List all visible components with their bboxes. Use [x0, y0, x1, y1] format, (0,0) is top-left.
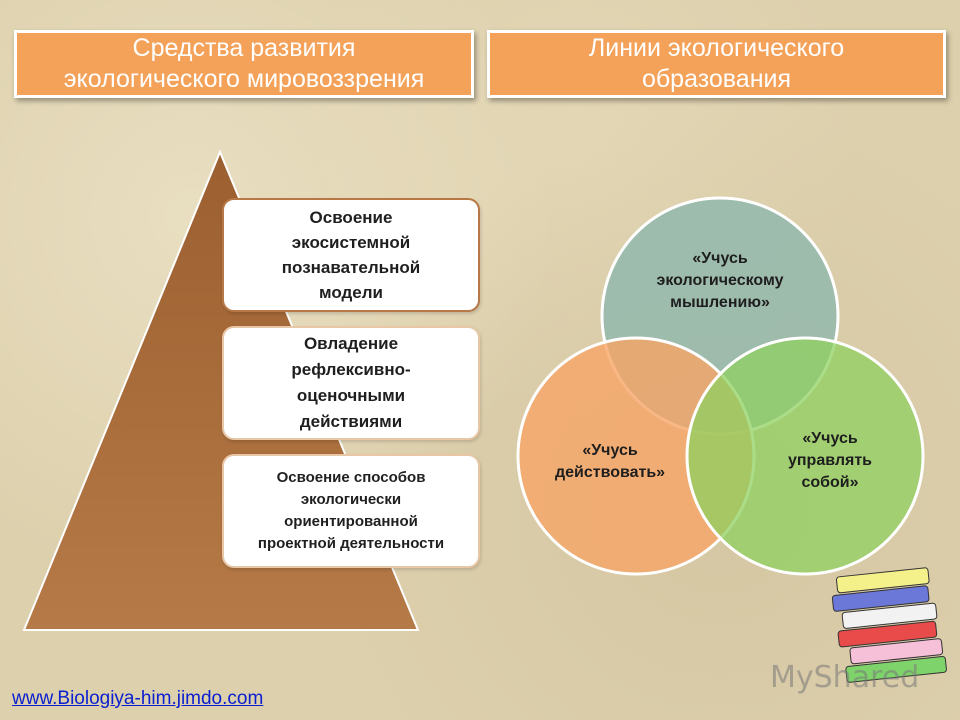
venn-label-acting: «Учусь действовать»	[554, 442, 666, 481]
website-link[interactable]: www.Biologiya-him.jimdo.com	[12, 688, 264, 709]
books-stack-icon	[831, 567, 947, 683]
myshared-logo-icon: MyShared	[770, 660, 920, 695]
venn-circle-self	[685, 336, 925, 576]
header-left: Средства развития экологического мировоз…	[14, 30, 474, 98]
pyramid-level-2: Овладение рефлексивно- оценочными действ…	[222, 326, 480, 440]
header-right: Линии экологического образования	[487, 30, 946, 98]
header-right-text: Линии экологического образования	[588, 34, 845, 93]
venn-label-self: «Учусь управлять собой»	[787, 430, 873, 491]
pyramid-level-3: Освоение способов экологически ориентиро…	[222, 454, 480, 568]
venn-label-thinking: «Учусь экологическому мышлению»	[656, 250, 784, 311]
header-left-text: Средства развития экологического мировоз…	[63, 34, 425, 93]
pyramid-level-1: Освоение экосистемной познавательной мод…	[222, 198, 480, 312]
